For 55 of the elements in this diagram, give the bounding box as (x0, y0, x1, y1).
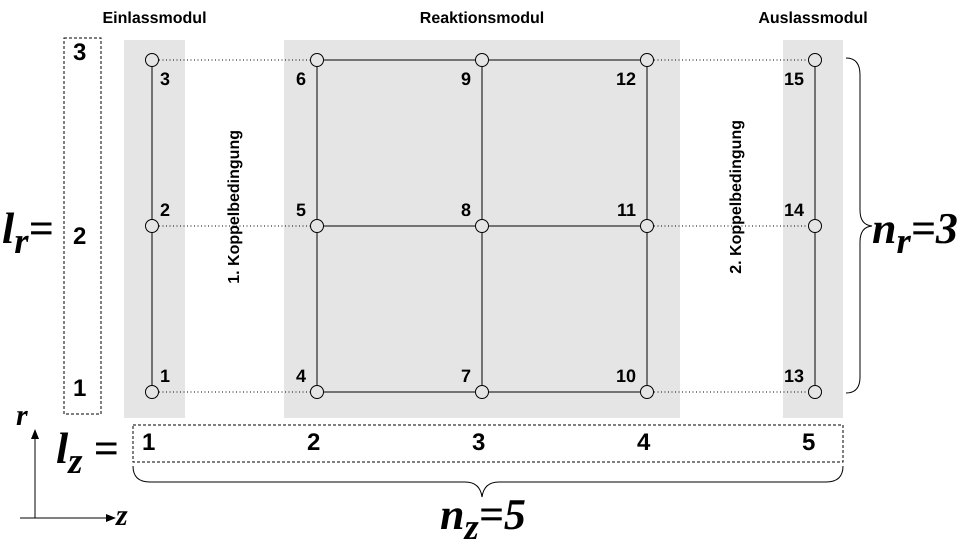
grid-node (145, 53, 159, 67)
index-number: 1 (142, 430, 156, 456)
axis-label: z (116, 500, 128, 532)
node-number: 12 (616, 69, 636, 89)
index-number: 3 (472, 430, 486, 456)
grid-node (640, 219, 654, 233)
grid-node (640, 53, 654, 67)
grid-node (808, 385, 822, 399)
node-number: 5 (296, 200, 306, 220)
node-number: 1 (160, 366, 170, 386)
grid-line (316, 66, 318, 220)
index-number: 2 (307, 430, 320, 456)
grid-line (316, 232, 318, 386)
grid-node (640, 385, 654, 399)
node-number: 6 (296, 69, 306, 89)
coupling-condition: 2. Koppelbedingung (728, 120, 746, 274)
index-number: 3 (73, 40, 86, 66)
grid-node (310, 53, 324, 67)
node-number: 4 (296, 366, 306, 386)
node-number: 8 (460, 200, 471, 220)
grid-line (646, 232, 648, 386)
grid-node (475, 385, 489, 399)
index-number: 4 (637, 430, 650, 456)
grid-line (646, 66, 648, 220)
node-number: 14 (784, 200, 804, 220)
module-heading: Reaktionsmodul (420, 10, 544, 28)
axis-label: r (16, 400, 28, 432)
node-number: 15 (784, 69, 804, 89)
formula-label: n$_{r}$=3 (872, 206, 957, 263)
node-number: 2 (160, 200, 170, 220)
node-number: 13 (784, 366, 804, 386)
grid-node (145, 219, 159, 233)
index-number: 5 (802, 430, 816, 456)
node-number: 10 (616, 366, 636, 386)
grid-node (808, 53, 822, 67)
grid-node (145, 385, 159, 399)
formula-label: l$_{r}$= (2, 206, 54, 263)
grid-node (310, 219, 324, 233)
formula-label: l$_{z}$ = (56, 426, 119, 483)
node-number: 3 (160, 69, 170, 89)
grid-node (808, 219, 822, 233)
node-number: 7 (460, 366, 471, 386)
grid-line (814, 66, 816, 220)
grid-node (310, 385, 324, 399)
formula-label: n$_{z}$=5 (440, 492, 526, 545)
node-number: 11 (616, 200, 636, 220)
coupling-condition: 1. Koppelbedingung (226, 130, 244, 284)
index-number: 1 (73, 376, 86, 402)
grid-node (475, 53, 489, 67)
grid-node (475, 219, 489, 233)
module-heading: Auslassmodul (758, 10, 868, 28)
index-number: 2 (73, 224, 86, 250)
module-heading: Einlassmodul (102, 10, 207, 28)
node-number: 9 (460, 69, 471, 89)
grid-line (814, 232, 816, 386)
